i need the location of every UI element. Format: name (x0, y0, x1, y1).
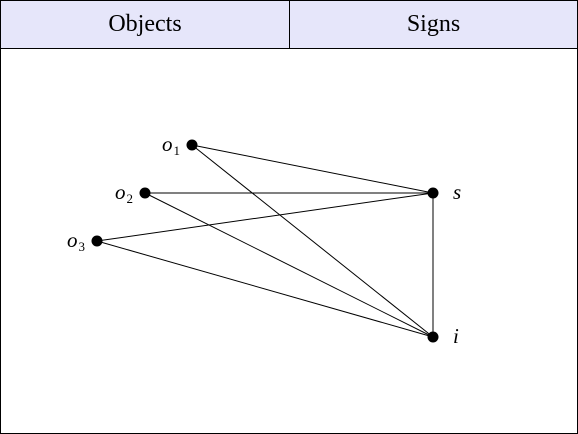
signs-column-header: Signs (406, 11, 461, 37)
object-sign-graph: o1 o2 o3 s i (1, 49, 577, 433)
edge-o1-i (191, 144, 434, 338)
node-dot-o3 (91, 235, 103, 247)
node-label-i: i (453, 324, 459, 348)
node-o3: o3 (67, 228, 103, 254)
node-label-s: s (453, 180, 461, 204)
node-label-o2: o2 (115, 180, 133, 206)
node-dot-i (427, 331, 439, 343)
node-label-o3: o3 (67, 228, 85, 254)
node-dot-o1 (186, 139, 198, 151)
edge-o2-i (144, 192, 434, 338)
node-s: s (427, 180, 461, 204)
node-o2: o2 (115, 180, 151, 206)
node-label-o1: o1 (162, 132, 180, 158)
edge-o3-i (96, 240, 434, 338)
node-o1: o1 (162, 132, 198, 158)
graph-canvas: o1 o2 o3 s i (67, 132, 461, 348)
nodes-layer: o1 o2 o3 s i (67, 132, 461, 348)
objects-column-header: Objects (1, 1, 290, 48)
node-dot-o2 (139, 187, 151, 199)
edge-o3-s (96, 192, 434, 242)
node-i: i (427, 324, 459, 348)
edge-o1-s (191, 144, 434, 194)
column-header: Objects Signs (1, 1, 577, 49)
node-dot-s (427, 187, 439, 199)
edges-layer (96, 144, 434, 338)
